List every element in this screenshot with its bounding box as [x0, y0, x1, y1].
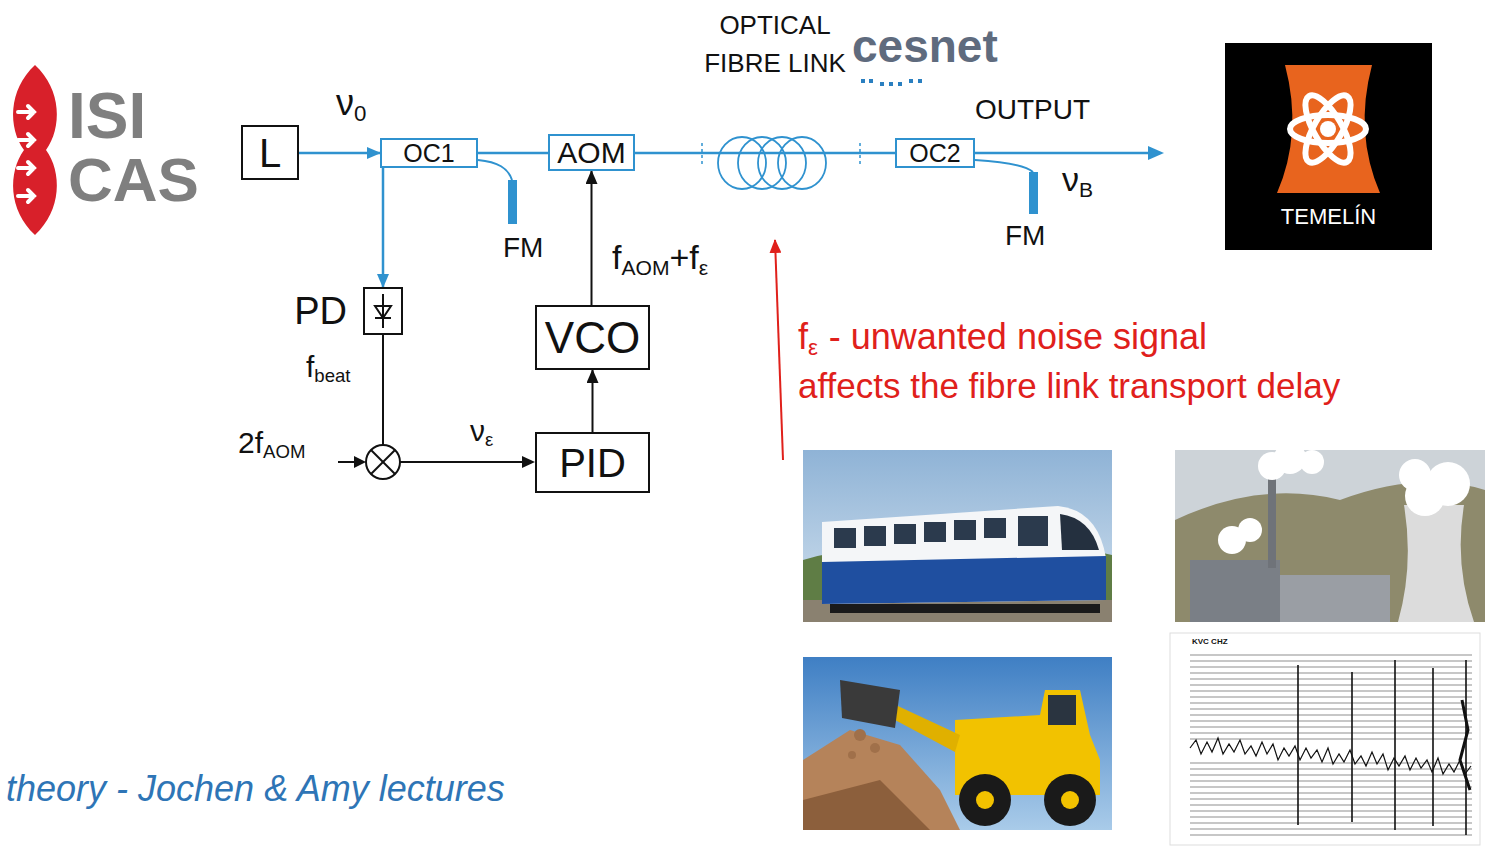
label-text: OPTICAL FIBRE LINK — [704, 10, 846, 78]
label-group: OUTPUT — [975, 94, 1090, 126]
laser-box: L — [241, 125, 299, 180]
isi-logo-mark — [13, 65, 57, 235]
subscript: ε — [699, 256, 708, 279]
label-group: fAOM+fε — [612, 238, 708, 280]
label-text: CAS — [68, 145, 199, 214]
vco-box: VCO — [535, 305, 650, 370]
label-group: CAS — [68, 144, 199, 215]
output-arrow — [975, 146, 1164, 160]
fibre-connector — [382, 168, 385, 287]
label-text: affects the fibre link transport delay — [798, 366, 1340, 405]
node-text: PID — [559, 443, 626, 483]
label-text: 2f — [238, 426, 263, 459]
modulator-box: AOM — [548, 134, 635, 171]
label-group: theory - Jochen & Amy lectures — [6, 768, 505, 809]
label-group: FM — [1005, 220, 1045, 252]
label-text: cesnet — [852, 20, 998, 72]
node-text: TEMELÍN — [1281, 206, 1376, 228]
loader-photo — [803, 657, 1112, 830]
label-text: ν — [470, 414, 485, 447]
label-group: OPTICAL FIBRE LINK — [692, 6, 858, 82]
subscript: 0 — [354, 101, 366, 126]
label-group: νε — [470, 414, 493, 451]
label-group: cesnet — [852, 20, 998, 73]
label-group: ISI — [68, 80, 146, 154]
node-text: AOM — [557, 138, 625, 168]
fibre-connector — [299, 152, 380, 155]
label-text: FM — [503, 232, 543, 263]
seismogram — [1170, 633, 1480, 845]
noise-arrow — [775, 240, 783, 460]
signal-connector — [591, 171, 593, 305]
label-group: 2fAOM — [238, 426, 305, 463]
photodiode-symbol — [375, 294, 391, 328]
signal-connector — [592, 370, 594, 432]
label-group: FM — [503, 232, 543, 264]
pid-box: PID — [535, 432, 650, 493]
temelin-logo: TEMELÍN — [1225, 43, 1432, 250]
node-text: PD — [294, 292, 347, 330]
coupler-box: OC2 — [895, 138, 975, 168]
subscript: ε — [808, 335, 818, 360]
fibre-connector — [478, 152, 548, 155]
coupler-box: OC1 — [380, 138, 478, 168]
subscript: B — [1079, 178, 1093, 201]
label-text: - unwanted noise signal — [829, 316, 1207, 357]
label-text: f — [612, 238, 621, 276]
node-text: OC2 — [909, 141, 960, 166]
signal-wire — [338, 335, 535, 479]
fibre-connector — [635, 152, 895, 155]
label-text: FM — [1005, 220, 1045, 251]
label-text: f — [306, 350, 314, 383]
label-text: ISI — [68, 80, 146, 152]
photodiode-box: PD — [363, 287, 403, 335]
subscript: beat — [314, 365, 350, 386]
subscript: ε — [485, 429, 493, 450]
label-text: +f — [669, 238, 698, 276]
power-plant-photo — [1175, 442, 1485, 622]
label-group: ν0 — [336, 82, 366, 127]
label-group: fbeat — [306, 350, 351, 387]
label-text: theory - Jochen & Amy lectures — [6, 768, 505, 809]
node-text: VCO — [545, 316, 640, 360]
label-text: ν — [336, 82, 354, 123]
label-group: fε - unwanted noise signal — [798, 316, 1207, 361]
fibre-coil — [718, 137, 826, 189]
label-group: νB — [1062, 160, 1093, 202]
label-text: OUTPUT — [975, 94, 1090, 125]
subscript: AOM — [263, 441, 305, 462]
subscript: AOM — [621, 256, 669, 279]
label-group: affects the fibre link transport delay — [798, 366, 1340, 406]
label-group: KVC CHZ — [1192, 637, 1228, 646]
node-text: OC1 — [403, 141, 454, 166]
label-text: ν — [1062, 160, 1079, 198]
label-text: KVC CHZ — [1192, 637, 1228, 646]
train-photo — [803, 450, 1112, 622]
cesnet-dots — [861, 79, 922, 86]
node-text: L — [259, 133, 281, 173]
label-text: f — [798, 316, 808, 357]
